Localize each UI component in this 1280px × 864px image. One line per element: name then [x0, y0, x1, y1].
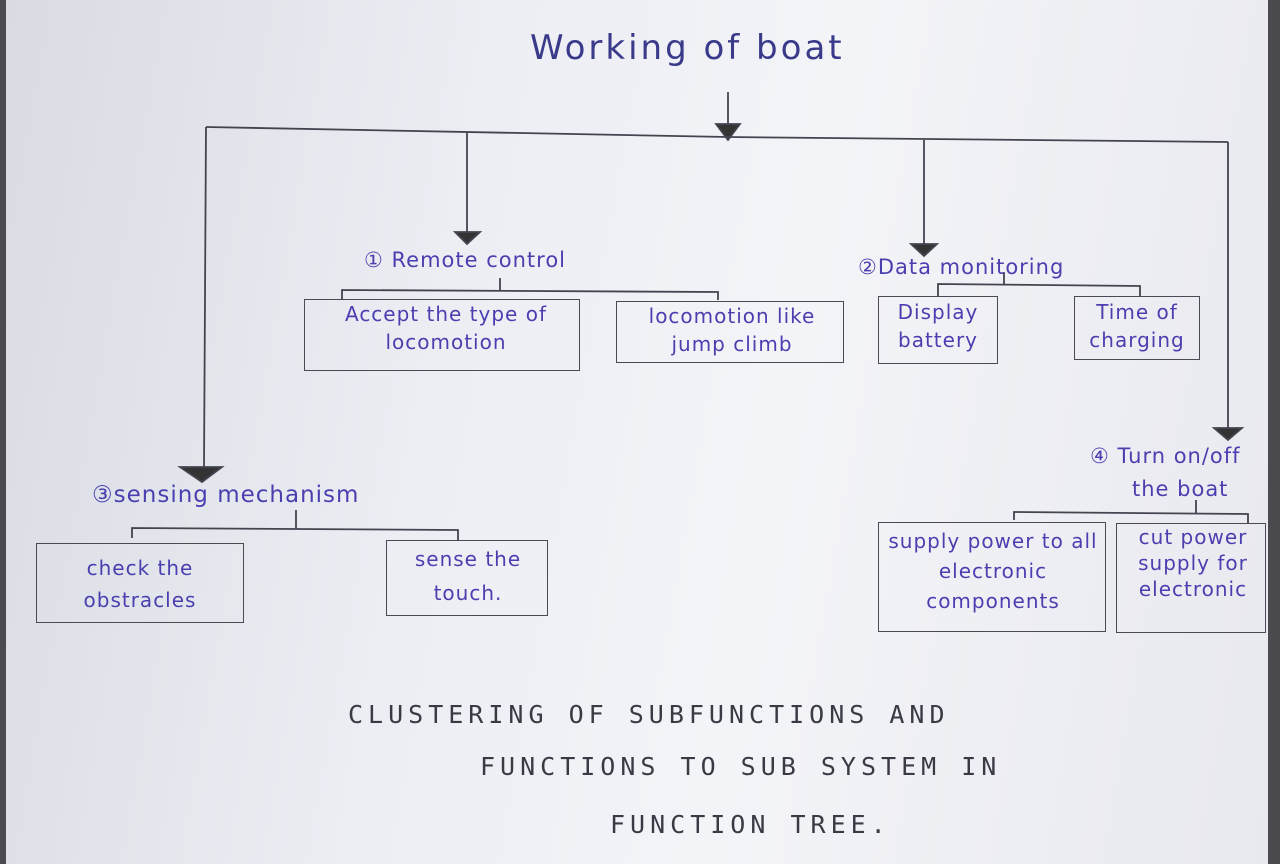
leaf-box-locomotion-jump: [616, 301, 844, 363]
turn-on-off-arrowhead: [1211, 427, 1245, 442]
main-branch-bar: [205, 126, 1229, 143]
leaf-box-time-charging: [1074, 296, 1200, 360]
link-sensing-mechanism: [203, 126, 207, 468]
leaf-cut-power: cut power supply for electronic: [1138, 525, 1248, 601]
caption-line-2: FUNCTIONS TO SUB SYSTEM IN: [480, 752, 1002, 781]
remote-control-arrowhead: [452, 231, 483, 246]
leaf-box-cut-power: [1116, 523, 1266, 633]
leaf-time-charging: Time of charging: [1089, 300, 1185, 352]
leaf-locomotion-jump: locomotion like jump climb: [648, 304, 816, 356]
branch-turn-on-off-line1: ④ Turn on/off: [1090, 444, 1241, 468]
caption-line-1: CLUSTERING OF SUBFUNCTIONS AND: [348, 700, 950, 729]
paper-sheet: Working of boat ① Remote control ②Data m…: [6, 0, 1268, 864]
diagram-title: Working of boat: [530, 28, 845, 68]
leaf-sense-touch: sense the touch.: [414, 547, 522, 605]
branch-sensing-mechanism: ③sensing mechanism: [92, 482, 360, 508]
leaf-supply-power: supply power to all electronic component…: [888, 529, 1098, 613]
leaf-check-obstacles: check the obstracles: [83, 556, 197, 612]
leaf-accept-locomotion: Accept the type of locomotion: [344, 302, 547, 354]
branch-data-monitoring: ②Data monitoring: [858, 255, 1065, 279]
caption-line-3: FUNCTION TREE.: [610, 810, 891, 839]
leaf-display-battery: Display battery: [897, 300, 979, 352]
sensing-arrowhead: [177, 466, 225, 484]
leaf-box-display-battery: [878, 296, 998, 364]
branch-turn-on-off-line2: the boat: [1132, 477, 1229, 501]
root-arrowhead: [714, 123, 742, 142]
branch-remote-control: ① Remote control: [364, 248, 566, 272]
leaf-box-check-obstacles: [36, 543, 244, 623]
leaf-box-accept-locomotion: [304, 299, 580, 371]
leaf-box-sense-touch: [386, 540, 548, 616]
tree-connectors: [131, 92, 1249, 540]
data-sub-bar: [937, 283, 1141, 296]
sensing-sub-bar: [131, 527, 459, 540]
data-monitoring-arrowhead: [908, 243, 940, 258]
leaf-box-supply-power: [878, 522, 1106, 632]
remote-sub-bar: [341, 289, 719, 300]
power-sub-bar: [1013, 511, 1249, 524]
